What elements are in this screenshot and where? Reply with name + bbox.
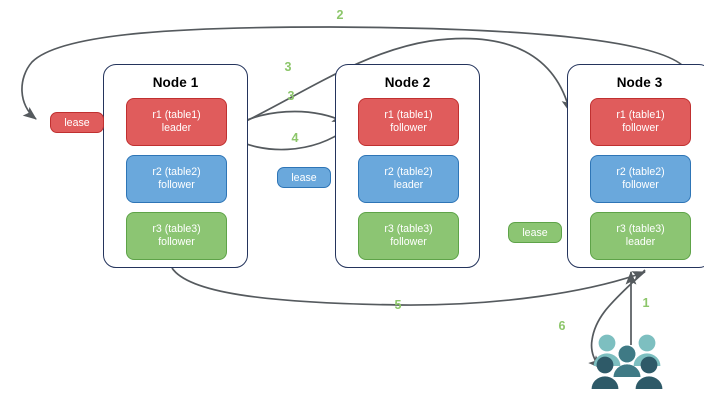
replica-role: follower: [390, 236, 427, 248]
replica-role: leader: [625, 236, 656, 248]
replica-role: leader: [393, 179, 424, 191]
replica-r1[interactable]: r1 (table1) follower: [358, 98, 459, 146]
replica-name: r1 (table1): [384, 108, 433, 121]
node-node-3[interactable]: Node 3 r1 (table1) follower r2 (table2) …: [567, 64, 704, 268]
replica-role: leader: [161, 122, 192, 134]
replica-r1[interactable]: r1 (table1) leader: [126, 98, 227, 146]
node-title: Node 3: [616, 75, 663, 90]
replica-r2[interactable]: r2 (table2) leader: [358, 155, 459, 203]
step-label-5: 5: [394, 298, 402, 312]
replica-r2[interactable]: r2 (table2) follower: [126, 155, 227, 203]
step-label-1: 1: [642, 296, 650, 310]
replica-role: follower: [622, 122, 659, 134]
node-node-2[interactable]: Node 2 r1 (table1) follower r2 (table2) …: [335, 64, 480, 268]
step-label-2: 2: [336, 8, 344, 22]
node-title: Node 1: [152, 75, 199, 90]
replica-name: r1 (table1): [152, 108, 201, 121]
step-label-3b: 3: [287, 89, 295, 103]
edge-step-5: [171, 267, 646, 306]
replica-name: r2 (table2): [152, 165, 201, 178]
node-node-1[interactable]: Node 1 r1 (table1) leader r2 (table2) fo…: [103, 64, 248, 268]
node-title: Node 2: [384, 75, 431, 90]
step-label-4: 4: [291, 131, 299, 145]
replica-role: follower: [158, 179, 195, 191]
replica-r1[interactable]: r1 (table1) follower: [590, 98, 691, 146]
replica-name: r3 (table3): [616, 222, 665, 235]
replica-name: r3 (table3): [152, 222, 201, 235]
lease-badge-r3[interactable]: lease: [508, 222, 562, 243]
replica-name: r1 (table1): [616, 108, 665, 121]
step-label-3a: 3: [284, 60, 292, 74]
replica-r3[interactable]: r3 (table3) leader: [590, 212, 691, 260]
replica-role: follower: [622, 179, 659, 191]
lease-badge-r2[interactable]: lease: [277, 167, 331, 188]
replica-name: r2 (table2): [384, 165, 433, 178]
replica-role: follower: [390, 122, 427, 134]
replica-r3[interactable]: r3 (table3) follower: [126, 212, 227, 260]
users-icon: [591, 334, 663, 389]
edge-step-3-to-node3: [227, 37, 573, 131]
lease-badge-r1[interactable]: lease: [50, 112, 104, 133]
replica-r3[interactable]: r3 (table3) follower: [358, 212, 459, 260]
users-front-row: [591, 345, 663, 389]
replica-r2[interactable]: r2 (table2) follower: [590, 155, 691, 203]
replica-name: r3 (table3): [384, 222, 433, 235]
replica-role: follower: [158, 236, 195, 248]
replica-name: r2 (table2): [616, 165, 665, 178]
step-label-6: 6: [558, 319, 566, 333]
edge-step-2: [21, 26, 691, 120]
